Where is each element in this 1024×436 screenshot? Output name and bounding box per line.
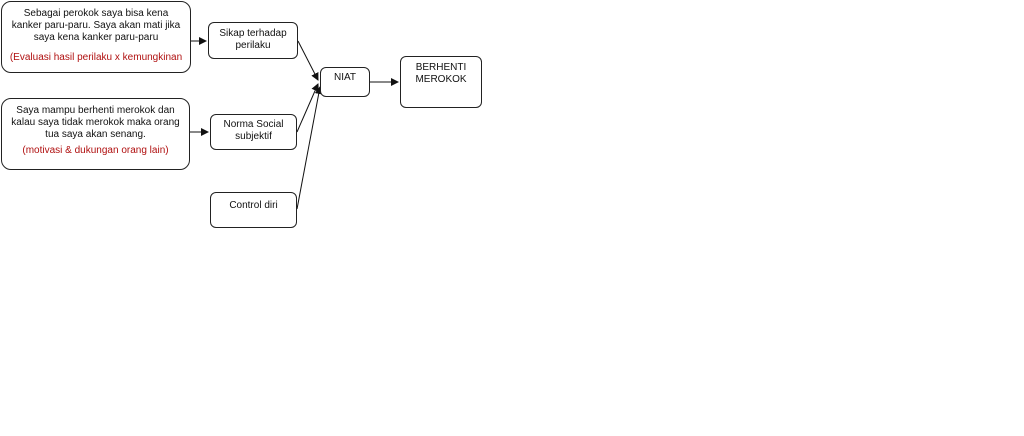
belief-consequence-text: Sebagai perokok saya bisa kena kanker pa…: [11, 8, 181, 43]
arrow-norm-to-intent: [296, 83, 319, 133]
self-control-box: Control diri: [210, 192, 297, 228]
outcome-label: BERHENTI MEROKOK: [415, 62, 467, 85]
self-control-label: Control diri: [229, 200, 278, 211]
outcome-box: BERHENTI MEROKOK: [400, 56, 482, 108]
intention-box: NIAT: [320, 67, 370, 97]
belief-ability-text: Saya mampu berhenti merokok dan kalau sa…: [11, 105, 180, 140]
intention-label: NIAT: [333, 72, 357, 83]
belief-consequence-note: (Evaluasi hasil perilaku x kemungkinan: [9, 52, 183, 63]
attitude-box: Sikap terhadap perilaku: [208, 22, 298, 59]
arrow-control-to-intent: [296, 86, 323, 210]
arrow-attitude-to-intent: [297, 40, 319, 81]
belief-ability-note: (motivasi & dukungan orang lain): [22, 145, 169, 155]
attitude-label: Sikap terhadap perilaku: [219, 28, 287, 51]
belief-ability-box: Saya mampu berhenti merokok dan kalau sa…: [1, 98, 190, 170]
subjective-norm-box: Norma Social subjektif: [210, 114, 297, 150]
belief-consequence-box: Sebagai perokok saya bisa kena kanker pa…: [1, 1, 191, 73]
subjective-norm-label: Norma Social subjektif: [223, 119, 284, 142]
